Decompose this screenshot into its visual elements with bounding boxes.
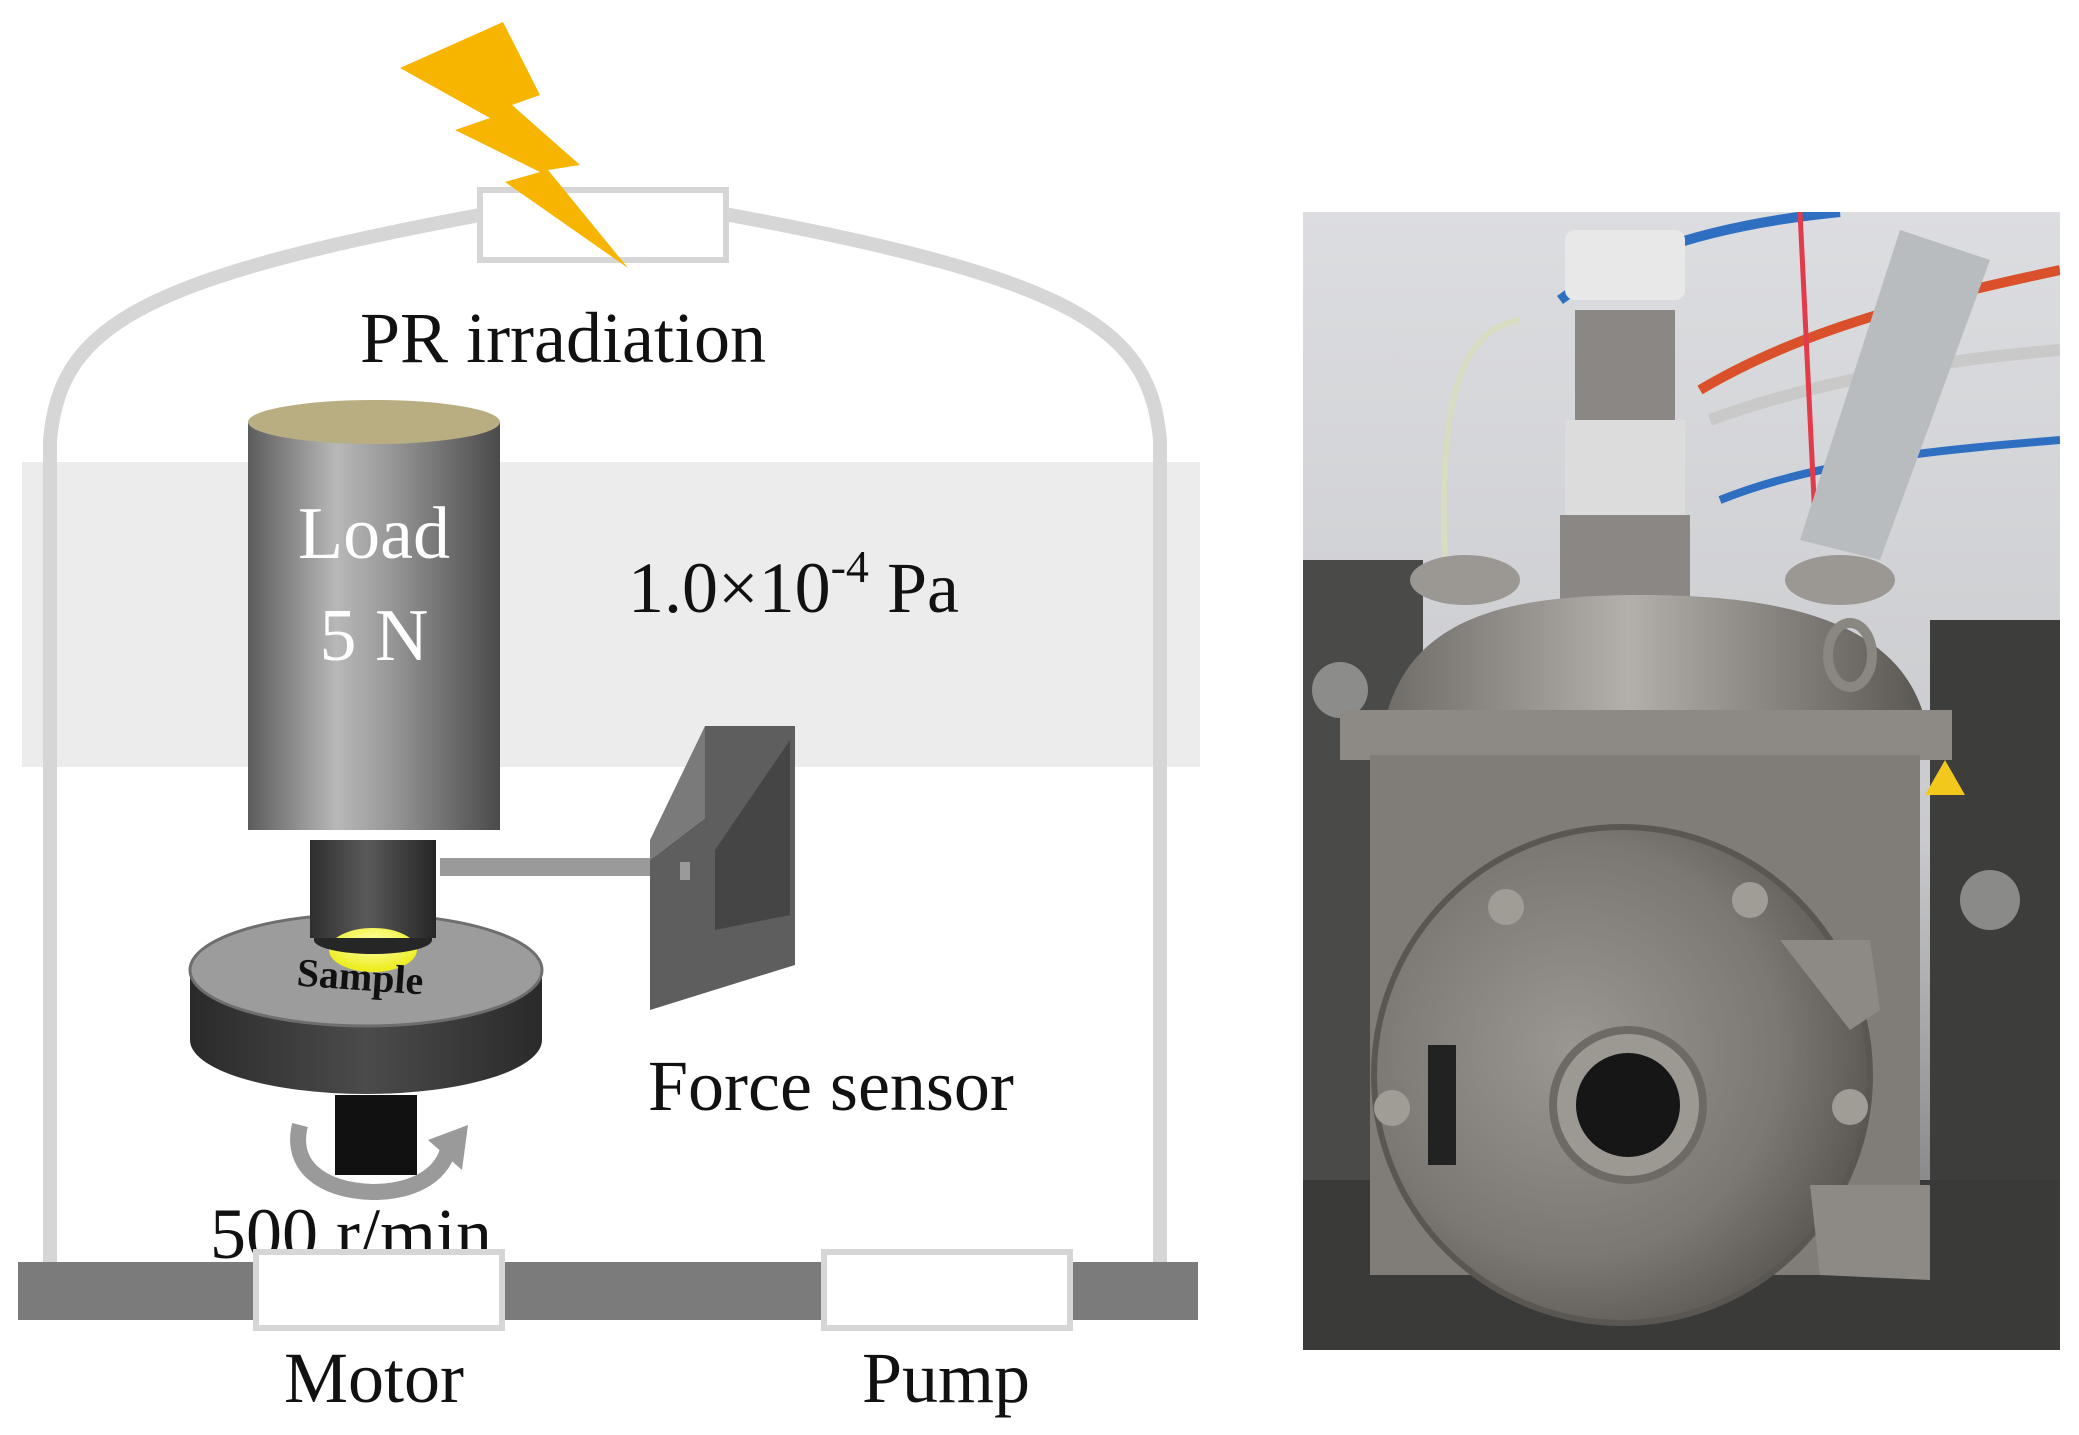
pressure-label-exp: -4: [831, 541, 869, 592]
apparatus-photo: [1303, 212, 2060, 1350]
lightning-icon: [400, 22, 628, 268]
pressure-label-unit: Pa: [869, 548, 959, 628]
rotation-arrow-icon: [290, 1123, 468, 1201]
irradiation-label: PR irradiation: [360, 298, 766, 378]
pressure-label-main: 1.0×10: [628, 548, 831, 628]
sample-label: Sample: [295, 950, 425, 1004]
pump-label: Pump: [862, 1338, 1030, 1418]
vacuum-region: [22, 462, 1200, 767]
motor-label: Motor: [284, 1338, 464, 1418]
pressure-label: 1.0×10-4 Pa: [628, 541, 959, 628]
load-label-line1: Load: [298, 493, 450, 575]
motor-box: [253, 1249, 505, 1331]
pin-shaft: [310, 840, 436, 938]
motor-shaft: [335, 1095, 417, 1175]
pin-tip: [314, 938, 432, 954]
load-label-line2: 5 N: [320, 595, 429, 677]
force-sensor-label: Force sensor: [648, 1046, 1014, 1126]
force-sensor: [650, 726, 795, 1010]
irradiation-window: [477, 187, 729, 263]
sensor-arm: [440, 858, 688, 876]
load-cylinder: [248, 422, 500, 830]
pump-box: [821, 1249, 1073, 1331]
schematic: PR irradiation Load 5 N 1.0×10-4 Pa Forc…: [18, 22, 1200, 1418]
load-cylinder-top: [248, 400, 500, 444]
